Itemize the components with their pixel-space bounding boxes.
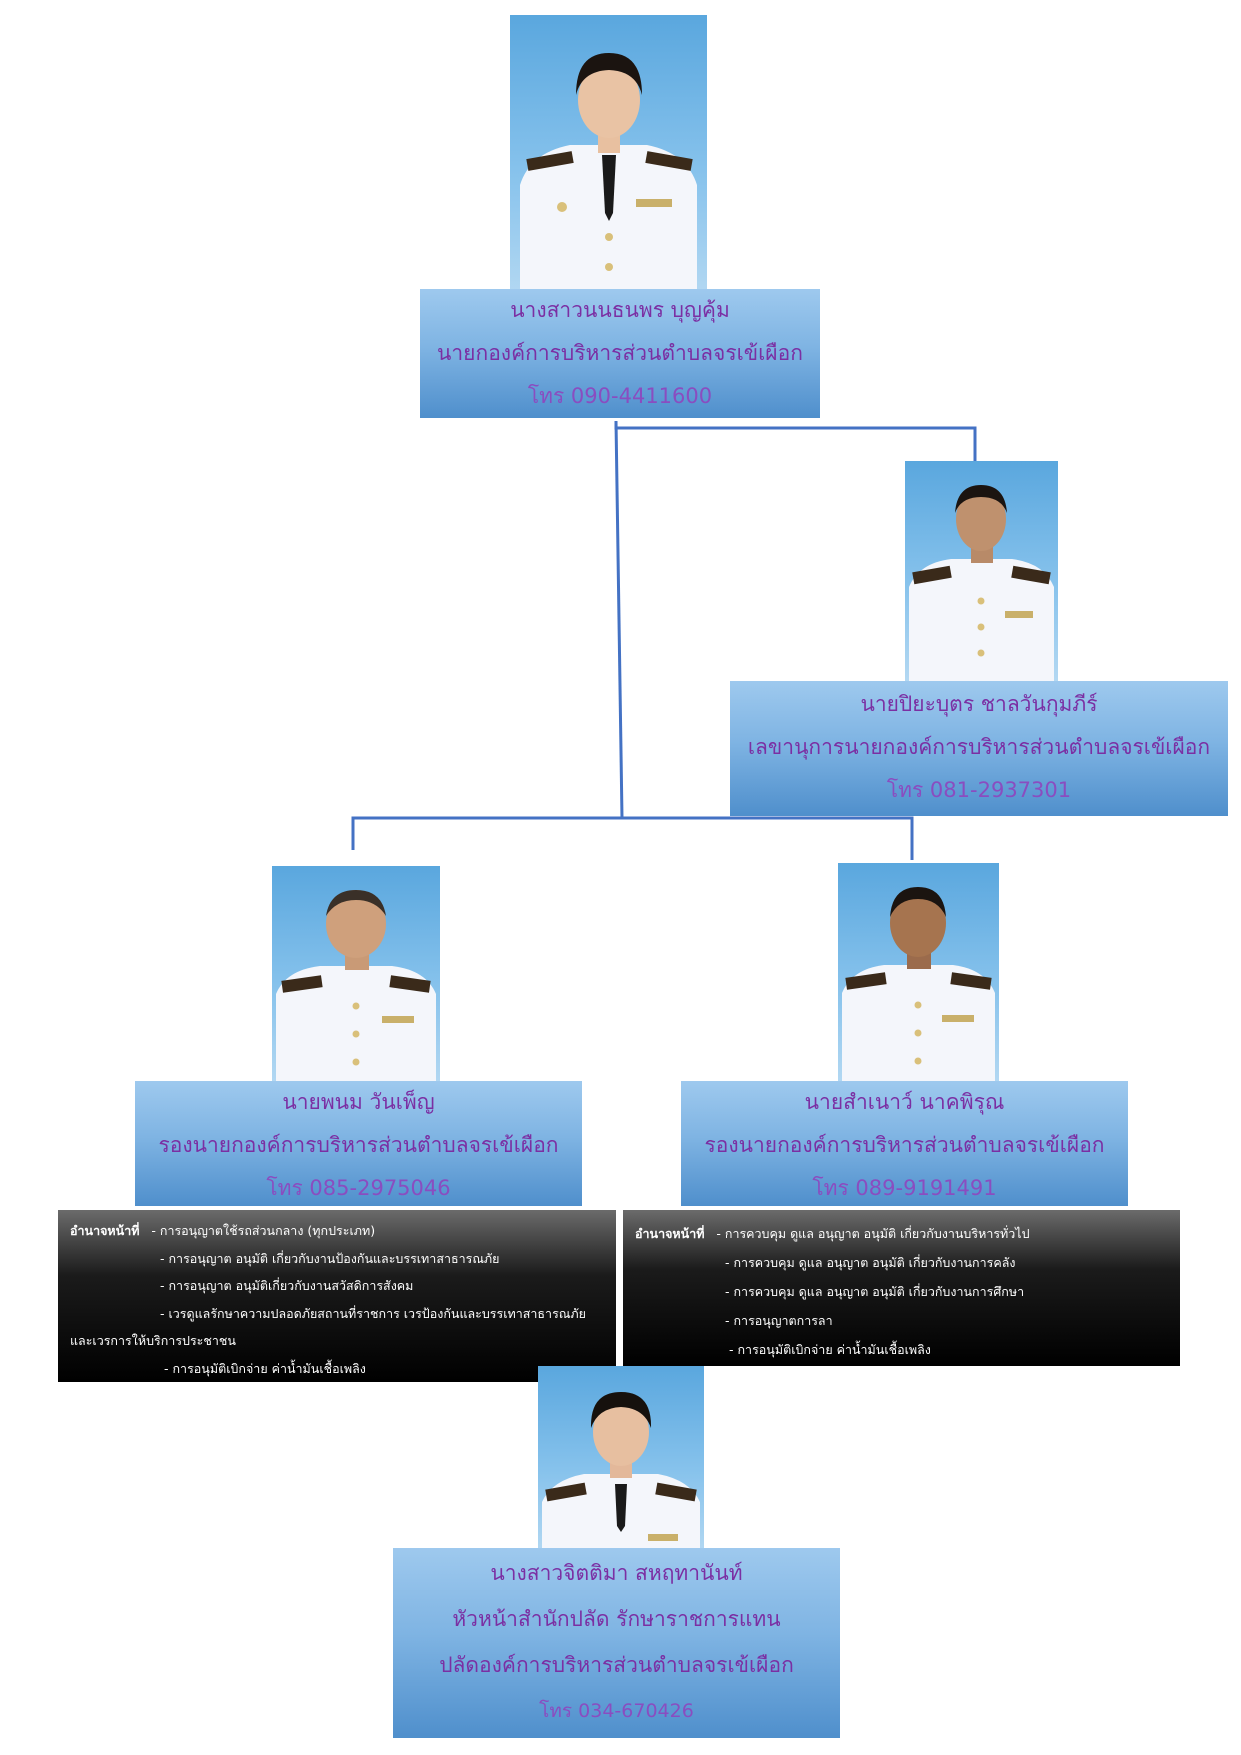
secretary-position: เลขานุการนายกองค์การบริหารส่วนตำบลจรเข้เ… (747, 735, 1211, 759)
clerk-label-box: นางสาวจิตติมา สหฤทานันท์ หัวหน้าสำนักปลั… (393, 1548, 840, 1738)
deputy-left-label-box: นายพนม วันเพ็ญ รองนายกองค์การบริหารส่วนต… (135, 1081, 582, 1206)
deputy-left-duty-item: - การอนุญาตใช้รถส่วนกลาง (ทุกประเภท) (151, 1223, 376, 1238)
deputy-left-photo (272, 866, 440, 1084)
clerk-position-line2: ปลัดองค์การบริหารส่วนตำบลจรเข้เผือก (439, 1653, 794, 1677)
deputy-right-duty-item: - การควบคุม ดูแล อนุญาต อนุมัติ เกี่ยวกั… (716, 1226, 1030, 1241)
clerk-phone: โทร 034-670426 (539, 1700, 694, 1722)
deputy-left-position: รองนายกองค์การบริหารส่วนตำบลจรเข้เผือก (158, 1133, 559, 1157)
chief-portrait-icon (520, 53, 697, 297)
chief-label-box: นางสาวนนธนพร บุญคุ้ม นายกองค์การบริหารส่… (420, 289, 820, 418)
deputy-left-name: นายพนม วันเพ็ญ (282, 1090, 435, 1114)
deputy-right-label-box: นายสำเนาว์ นาคพิรุณ รองนายกองค์การบริหาร… (681, 1081, 1128, 1206)
deputy-left-duty-item: - การอนุญาต อนุมัติ เกี่ยวกับงานป้องกันแ… (160, 1250, 500, 1266)
clerk-name: นางสาวจิตติมา สหฤทานันท์ (490, 1561, 743, 1585)
secretary-label-box: นายปิยะบุตร ชาลวันกุมภีร์ เลขานุการนายกอ… (730, 681, 1228, 816)
connector-deputies-bar (351, 816, 914, 860)
chief-position: นายกองค์การบริหารส่วนตำบลจรเข้เผือก (437, 341, 803, 365)
deputy-left-duty-item: - เวรดูแลรักษาความปลอดภัยสถานที่ราชการ เ… (160, 1305, 586, 1321)
deputy-left-duty-item-continued: และเวรการให้บริการประชาชน (70, 1333, 236, 1348)
secretary-phone: โทร 081-2937301 (886, 778, 1072, 802)
clerk-position-line1: หัวหน้าสำนักปลัด รักษาราชการแทน (452, 1607, 781, 1631)
secretary-photo (905, 461, 1058, 681)
deputy-right-phone: โทร 089-9191491 (812, 1176, 997, 1200)
chief-name: นางสาวนนธนพร บุญคุ้ม (510, 298, 730, 322)
deputy-left-duty-item: - การอนุญาต อนุมัติเกี่ยวกับงานสวัสดิการ… (160, 1278, 414, 1293)
deputy-left-duties-panel: อำนาจหน้าที่ - การอนุญาตใช้รถส่วนกลาง (ท… (58, 1210, 616, 1382)
deputy-right-duty-item: - การควบคุม ดูแล อนุญาต อนุมัติ เกี่ยวกั… (725, 1255, 1016, 1270)
clerk-photo (538, 1366, 704, 1554)
secretary-portrait-icon (909, 485, 1054, 681)
connector-chief-to-secretary (614, 421, 977, 461)
deputy-right-duty-item: - การควบคุม ดูแล อนุญาต อนุมัติ เกี่ยวกั… (725, 1284, 1025, 1299)
chief-photo (510, 15, 707, 297)
deputy-right-duties-heading: อำนาจหน้าที่ (635, 1226, 705, 1241)
deputy-left-duty-item: - การอนุมัติเบิกจ่าย ค่าน้ำมันเชื้อเพลิง (164, 1360, 366, 1376)
deputy-left-duties-heading: อำนาจหน้าที่ (70, 1223, 140, 1238)
connector-chief-to-deputies (614, 420, 624, 819)
deputy-right-position: รองนายกองค์การบริหารส่วนตำบลจรเข้เผือก (704, 1133, 1105, 1157)
clerk-portrait-icon (542, 1392, 700, 1554)
deputy-right-duties-panel: อำนาจหน้าที่ - การควบคุม ดูแล อนุญาต อนุ… (623, 1210, 1180, 1366)
chief-phone: โทร 090-4411600 (527, 384, 713, 408)
secretary-name: นายปิยะบุตร ชาลวันกุมภีร์ (860, 692, 1098, 716)
deputy-right-portrait-icon (842, 887, 995, 1084)
deputy-left-portrait-icon (276, 890, 436, 1084)
deputy-right-photo (838, 863, 999, 1084)
deputy-right-duty-item: - การอนุมัติเบิกจ่าย ค่าน้ำมันเชื้อเพลิง (729, 1342, 931, 1357)
deputy-right-name: นายสำเนาว์ นาคพิรุณ (804, 1090, 1005, 1114)
deputy-left-phone: โทร 085-2975046 (266, 1176, 451, 1200)
deputy-right-duty-item: - การอนุญาตการลา (725, 1313, 833, 1328)
